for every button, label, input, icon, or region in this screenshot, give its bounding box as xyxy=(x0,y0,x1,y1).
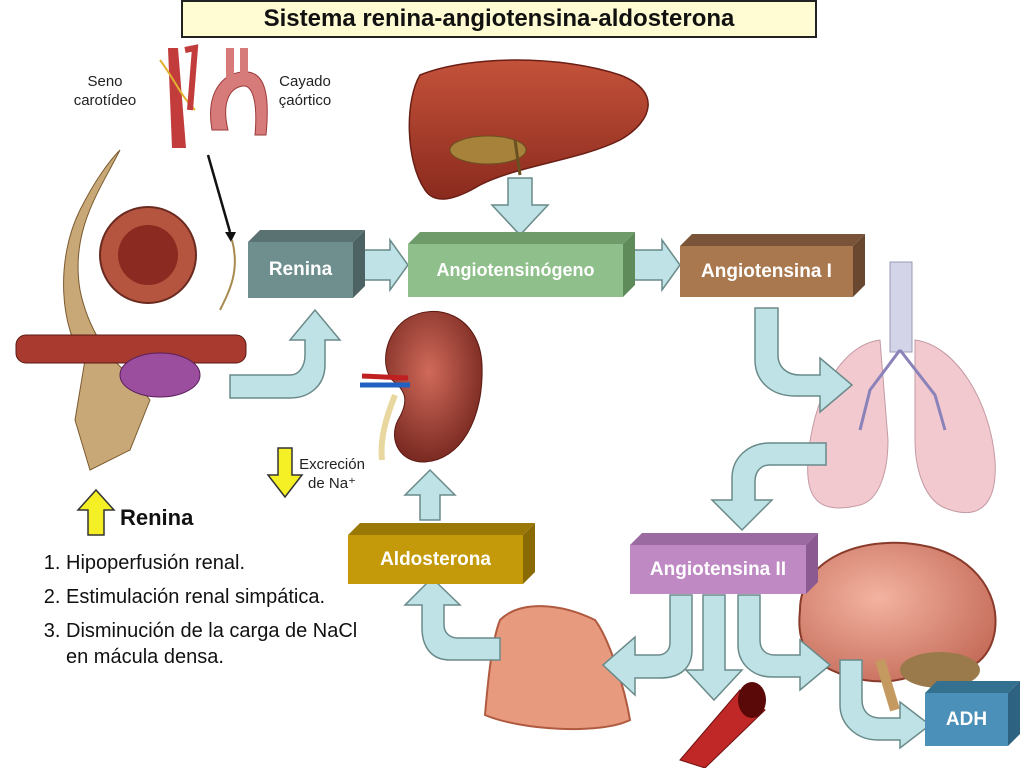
arrow-ja-to-renina xyxy=(229,308,342,399)
arrow-angII-to-adrenal xyxy=(601,594,693,697)
kidney-illustration xyxy=(360,311,483,463)
nerve-pointer-line xyxy=(206,154,232,233)
causes-list: Hipoperfusión renal. Estimulación renal … xyxy=(30,550,370,678)
box-adh: ADH xyxy=(925,693,1008,746)
arrow-angI-to-lungs xyxy=(754,307,854,414)
juxtaglomerular-illustration xyxy=(15,149,247,471)
arrow-brain-to-adh xyxy=(839,659,932,750)
box-angiotensinogeno-label: Angiotensinógeno xyxy=(436,260,595,280)
box-renina: Renina xyxy=(248,242,353,298)
box-angiotensinogeno: Angiotensinógeno xyxy=(408,244,623,297)
aortic-arch-illustration xyxy=(210,48,268,136)
aortic-arch-label: Cayado çaórtico xyxy=(278,73,332,109)
box-renina-label: Renina xyxy=(268,259,333,280)
box-angiotensina-2-label: Angiotensina II xyxy=(649,558,787,580)
cause-item: Disminución de la carga de NaCl en mácul… xyxy=(66,618,370,670)
arrow-renina-right xyxy=(359,237,409,293)
arrow-angII-to-vessel xyxy=(684,594,744,702)
arrow-lungs-to-angII xyxy=(710,442,827,532)
blood-vessel-illustration xyxy=(679,682,766,768)
flow-arrows xyxy=(229,177,932,750)
arrow-adrenal-to-aldosterona xyxy=(403,576,501,661)
up-arrow-icon xyxy=(76,488,116,536)
adrenal-gland-illustration xyxy=(483,605,632,731)
down-arrow-icon xyxy=(266,447,304,499)
box-adh-label: ADH xyxy=(945,708,988,730)
box-aldosterona: Aldosterona xyxy=(348,535,523,584)
carotid-sinus-label: Seno carotídeo xyxy=(73,73,137,109)
arrow-liver-down xyxy=(490,177,550,237)
renina-heading: Renina xyxy=(120,505,194,530)
box-depth-faces xyxy=(248,230,1020,746)
arrow-angII-to-brain xyxy=(737,594,832,692)
box-angiotensina-1: Angiotensina I xyxy=(680,246,853,297)
box-angiotensina-1-label: Angiotensina I xyxy=(701,260,832,282)
page-title: Sistema renina-angiotensina-aldosterona xyxy=(181,0,817,38)
arrow-angiotensinogeno-right xyxy=(631,237,681,293)
carotid-sinus-illustration xyxy=(159,44,199,148)
arrow-aldosterona-up xyxy=(403,468,457,521)
box-aldosterona-label: Aldosterona xyxy=(380,548,491,570)
sodium-excretion-label: Excreción de Na⁺ xyxy=(299,456,365,492)
cause-item: Estimulación renal simpática. xyxy=(66,584,370,610)
box-angiotensina-2: Angiotensina II xyxy=(630,545,806,594)
liver-illustration xyxy=(408,59,649,200)
cause-item: Hipoperfusión renal. xyxy=(66,550,370,576)
brain-illustration xyxy=(798,541,997,712)
